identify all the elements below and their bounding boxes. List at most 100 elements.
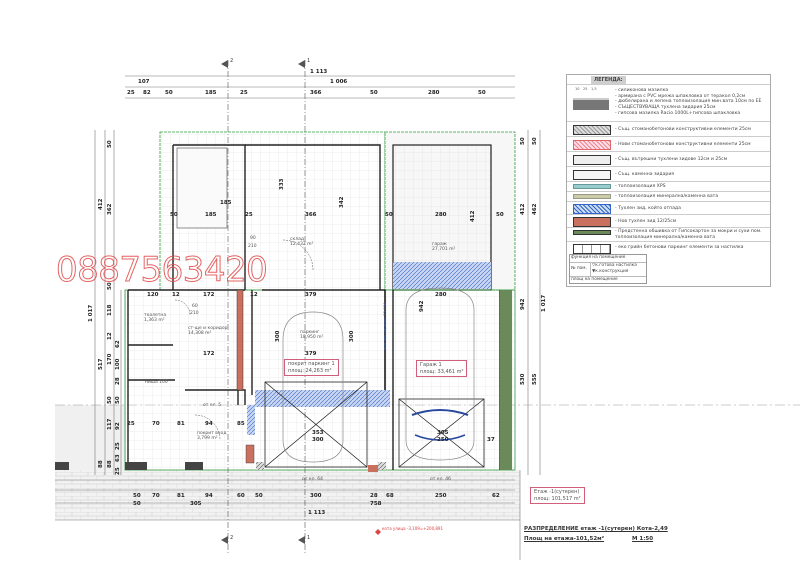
dim-inner: 50 xyxy=(496,212,504,218)
section-marker-label: 1 xyxy=(307,58,311,64)
dim-left: 412 xyxy=(98,198,104,210)
dim-left: 362 xyxy=(107,203,113,215)
floor-area-title: Площ на етажа-101,52м² xyxy=(524,536,605,542)
room-function-key: функция на помещение № пом.▽к.готова нас… xyxy=(569,254,647,284)
swatch-internal-brick xyxy=(573,155,611,165)
new-railing-label: нов лек парапет 25.226 xyxy=(382,302,387,350)
demolished-wall xyxy=(393,262,491,289)
dim-inner: 300 xyxy=(349,330,355,342)
door-width: 90 xyxy=(250,236,256,241)
dim-inner: 85 xyxy=(237,421,245,427)
dim-inner: 185 xyxy=(220,200,232,206)
dim-left: 62 xyxy=(115,340,121,348)
dim-left: 88 xyxy=(107,460,113,468)
dim-top: 50 xyxy=(370,90,378,96)
dim-bottom: 70 xyxy=(152,493,160,499)
dim-right: 530 xyxy=(520,373,526,385)
dim-right: 50 xyxy=(520,137,526,145)
dim-left: 118 xyxy=(107,304,113,316)
dim-bottom: 50 xyxy=(133,501,141,507)
dim-inner: 412 xyxy=(470,210,476,222)
dim-inner: 250 xyxy=(437,437,449,443)
level-label: от ел. 5 xyxy=(203,403,222,408)
level-label: от ел. 64 xyxy=(302,477,324,482)
section-marker-label: 2 xyxy=(230,58,234,64)
walls xyxy=(127,144,501,470)
dim-inner: 379 xyxy=(305,292,317,298)
dim-left: 12 xyxy=(107,332,113,340)
dim-left: 92 xyxy=(115,422,121,430)
dim-left: 1 017 xyxy=(88,304,94,322)
dim-top: 1 006 xyxy=(330,79,348,85)
section-marker-label: 2 xyxy=(230,535,234,541)
dim-bottom: 81 xyxy=(177,493,185,499)
door-height: 210 xyxy=(248,244,257,249)
dim-right: 412 xyxy=(520,203,526,215)
dim-left: 28 xyxy=(115,377,121,385)
dim-inner: 280 xyxy=(435,212,447,218)
dim-inner: 12 xyxy=(250,292,258,298)
swatch-xps xyxy=(573,184,611,189)
swatch-drywall xyxy=(573,230,611,235)
swatch-demolished-brick xyxy=(573,204,611,214)
dim-inner: 94 xyxy=(205,421,213,427)
section-markers xyxy=(221,60,305,544)
swatch-mineral-wool xyxy=(573,194,611,199)
dim-inner: 353 xyxy=(312,430,324,436)
dim-top: 25 xyxy=(127,90,135,96)
swatch-new-concrete xyxy=(573,140,611,150)
swatch-eco-grass-pavers xyxy=(573,244,611,254)
door-width: 60 xyxy=(192,304,198,309)
dim-left: 50 xyxy=(107,282,113,290)
dim-bottom: 68 xyxy=(386,493,394,499)
dim-bottom-total: 1 113 xyxy=(308,510,326,516)
dim-top: 107 xyxy=(138,79,150,85)
dim-inner: 172 xyxy=(203,351,215,357)
level-label: от ел. 46 xyxy=(430,477,452,482)
phone-watermark: 0887563420 xyxy=(55,250,268,291)
dim-bottom: 250 xyxy=(435,493,447,499)
dim-inner: 81 xyxy=(177,421,185,427)
dim-left: 100 xyxy=(115,358,121,370)
dim-top: 280 xyxy=(428,90,440,96)
dim-right: 462 xyxy=(532,203,538,215)
staircase xyxy=(176,147,228,229)
floor-area-box: Етаж -1(сутерен)площ: 101,517 m² xyxy=(530,487,585,504)
car-outlines xyxy=(282,287,475,463)
dim-inner: 185 xyxy=(205,212,217,218)
dim-top: 25 xyxy=(240,90,248,96)
dim-inner: 25 xyxy=(127,421,135,427)
cladding-wall xyxy=(500,290,512,470)
dim-inner: 366 xyxy=(305,212,317,218)
dim-inner: 25 xyxy=(245,212,253,218)
dim-bottom: 50 xyxy=(255,493,263,499)
niche-label: ниша 100 xyxy=(145,380,168,385)
dim-top: 185 xyxy=(205,90,217,96)
dim-left: 50 xyxy=(107,140,113,148)
dim-inner: 300 xyxy=(312,437,324,443)
dim-top: 50 xyxy=(478,90,486,96)
dim-inner: 333 xyxy=(279,178,285,190)
dim-inner: 300 xyxy=(275,330,281,342)
dim-right: 942 xyxy=(520,298,526,310)
dim-left: 25 xyxy=(115,467,121,475)
wall-section-swatch xyxy=(573,98,609,110)
dim-inner: 70 xyxy=(152,421,160,427)
dimension-lines xyxy=(55,75,541,560)
site-area xyxy=(55,405,125,470)
dim-inner: 50 xyxy=(385,212,393,218)
dim-bottom: 758 xyxy=(370,501,382,507)
street-level-label: кота улица -3,109=+200,891 xyxy=(382,526,444,531)
dim-left: 88 xyxy=(98,460,104,468)
dim-left: 517 xyxy=(98,358,104,370)
dim-bottom: 50 xyxy=(133,493,141,499)
drawing-title: РАЗПРЕДЕЛЕНИЕ етаж -1(сутерен) Кота-2,49 xyxy=(524,526,668,532)
dim-left: 63 xyxy=(115,454,121,462)
swatch-stone-masonry xyxy=(573,170,611,180)
